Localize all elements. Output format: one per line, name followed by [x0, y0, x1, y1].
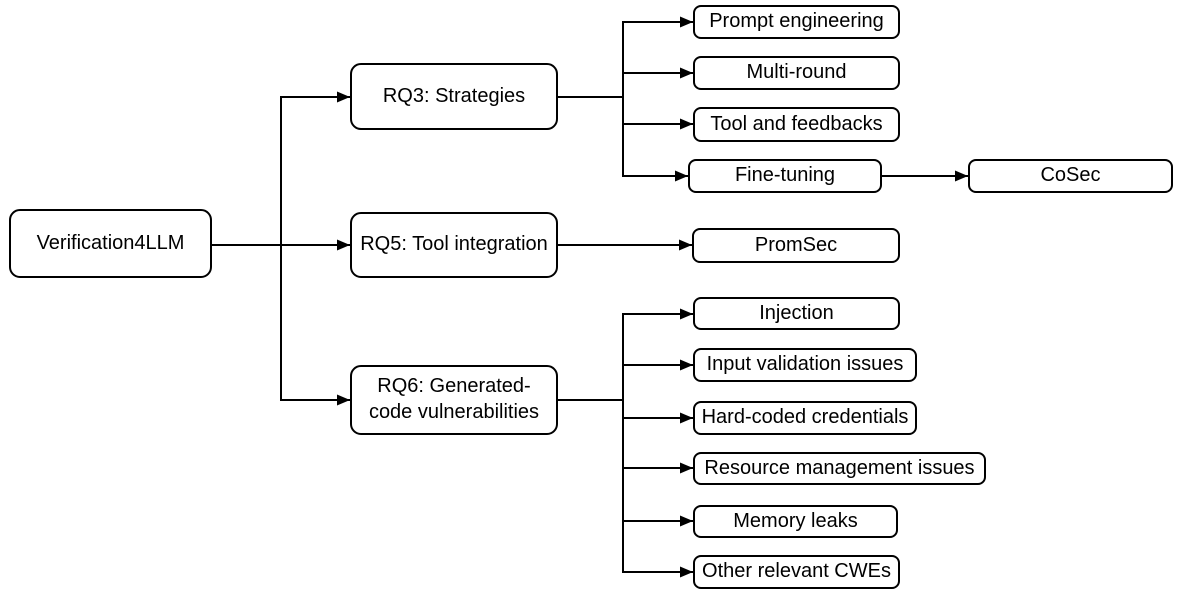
node-other-relevant-cwes: Other relevant CWEs — [693, 555, 900, 589]
node-rq6-generated-code-vulnerabilities: RQ6: Generated-code vulnerabilities — [350, 365, 558, 435]
node-cosec: CoSec — [968, 159, 1173, 193]
node-multi-round: Multi-round — [693, 56, 900, 90]
node-hard-coded-credentials: Hard-coded credentials — [693, 401, 917, 435]
node-resource-management-issues: Resource management issues — [693, 452, 986, 485]
node-tool-and-feedbacks: Tool and feedbacks — [693, 107, 900, 142]
node-injection: Injection — [693, 297, 900, 330]
node-promsec: PromSec — [692, 228, 900, 263]
node-input-validation-issues: Input validation issues — [693, 348, 917, 382]
node-rq3-strategies: RQ3: Strategies — [350, 63, 558, 130]
node-prompt-engineering: Prompt engineering — [693, 5, 900, 39]
node-fine-tuning: Fine-tuning — [688, 159, 882, 193]
node-memory-leaks: Memory leaks — [693, 505, 898, 538]
node-rq5-tool-integration: RQ5: Tool integration — [350, 212, 558, 278]
node-verification4llm: Verification4LLM — [9, 209, 212, 278]
